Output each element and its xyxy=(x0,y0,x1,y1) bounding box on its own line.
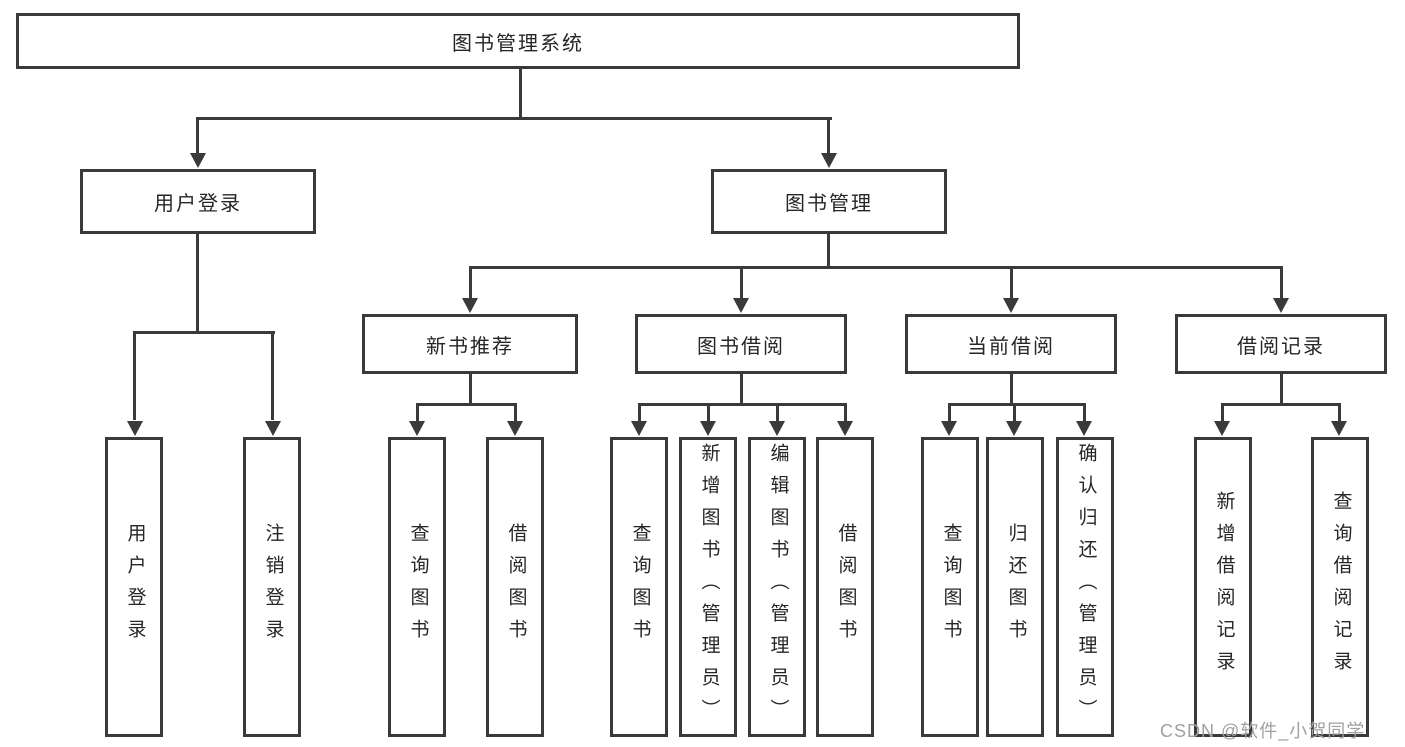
leaf-logout-login: 注销登录 xyxy=(243,437,301,737)
line xyxy=(776,403,779,422)
line xyxy=(519,69,522,118)
csdn-watermark: CSDN @软件_小贺同学 xyxy=(1160,721,1366,741)
leaf-borrow-books-recommend-label: 借阅图书 xyxy=(505,523,527,651)
arrowhead-icon xyxy=(1076,421,1092,436)
line xyxy=(196,234,199,334)
line xyxy=(827,117,830,155)
arrowhead-icon xyxy=(265,421,281,436)
line xyxy=(271,331,274,420)
leaf-user-login-label: 用户登录 xyxy=(124,523,146,651)
leaf-query-books-borrow-label: 查询图书 xyxy=(629,523,651,651)
line xyxy=(948,403,1086,406)
arrowhead-icon xyxy=(507,421,523,436)
leaf-borrow-books: 借阅图书 xyxy=(816,437,874,737)
line xyxy=(1221,403,1341,406)
leaf-confirm-return-admin: 确认归还（管理员） xyxy=(1056,437,1114,737)
leaf-query-borrow-record: 查询借阅记录 xyxy=(1311,437,1369,737)
line xyxy=(416,403,517,406)
line xyxy=(1280,374,1283,405)
node-root: 图书管理系统 xyxy=(16,13,1020,69)
leaf-user-login: 用户登录 xyxy=(105,437,163,737)
leaf-confirm-return-admin-label: 确认归还（管理员） xyxy=(1075,443,1097,731)
node-book-management: 图书管理 xyxy=(711,169,947,234)
line xyxy=(196,117,832,120)
line xyxy=(844,403,847,422)
line xyxy=(740,374,743,405)
arrowhead-icon xyxy=(462,298,478,313)
arrowhead-icon xyxy=(409,421,425,436)
line xyxy=(1013,403,1016,422)
arrowhead-icon xyxy=(837,421,853,436)
line xyxy=(948,403,951,422)
line xyxy=(469,266,1282,269)
line xyxy=(827,234,830,269)
node-user-login: 用户登录 xyxy=(80,169,316,234)
leaf-query-borrow-record-label: 查询借阅记录 xyxy=(1330,491,1352,683)
node-book-management-label: 图书管理 xyxy=(785,193,873,215)
leaf-query-books-borrow: 查询图书 xyxy=(610,437,668,737)
line xyxy=(638,403,847,406)
arrowhead-icon xyxy=(1331,421,1347,436)
arrowhead-icon xyxy=(1273,298,1289,313)
node-new-book-recommend: 新书推荐 xyxy=(362,314,578,374)
leaf-borrow-books-recommend: 借阅图书 xyxy=(486,437,544,737)
line xyxy=(740,266,743,299)
arrowhead-icon xyxy=(1003,298,1019,313)
node-book-borrow-label: 图书借阅 xyxy=(697,335,785,358)
line xyxy=(1280,266,1283,299)
node-root-label: 图书管理系统 xyxy=(452,32,584,55)
arrowhead-icon xyxy=(1214,421,1230,436)
node-new-book-recommend-label: 新书推荐 xyxy=(426,335,514,358)
leaf-add-books-admin: 新增图书（管理员） xyxy=(679,437,737,737)
node-current-borrow: 当前借阅 xyxy=(905,314,1117,374)
arrowhead-icon xyxy=(733,298,749,313)
leaf-query-books-recommend: 查询图书 xyxy=(388,437,446,737)
line xyxy=(133,331,275,334)
leaf-query-books-recommend-label: 查询图书 xyxy=(407,523,429,651)
arrowhead-icon xyxy=(127,421,143,436)
line xyxy=(514,403,517,422)
line xyxy=(1010,374,1013,405)
leaf-add-books-admin-label: 新增图书（管理员） xyxy=(698,443,720,731)
line xyxy=(1083,403,1086,422)
line xyxy=(469,266,472,299)
leaf-query-books-current: 查询图书 xyxy=(921,437,979,737)
node-user-login-label: 用户登录 xyxy=(154,193,242,215)
line xyxy=(416,403,419,422)
leaf-logout-login-label: 注销登录 xyxy=(262,523,284,651)
line xyxy=(1338,403,1341,422)
arrowhead-icon xyxy=(1006,421,1022,436)
leaf-add-borrow-record: 新增借阅记录 xyxy=(1194,437,1252,737)
node-borrow-records-label: 借阅记录 xyxy=(1237,335,1325,358)
leaf-return-books: 归还图书 xyxy=(986,437,1044,737)
node-current-borrow-label: 当前借阅 xyxy=(967,335,1055,358)
line xyxy=(1010,266,1013,299)
leaf-borrow-books-label: 借阅图书 xyxy=(835,523,857,651)
line xyxy=(469,374,472,405)
line xyxy=(1221,403,1224,422)
arrowhead-icon xyxy=(700,421,716,436)
arrowhead-icon xyxy=(769,421,785,436)
arrowhead-icon xyxy=(821,153,837,168)
leaf-query-books-current-label: 查询图书 xyxy=(940,523,962,651)
node-book-borrow: 图书借阅 xyxy=(635,314,847,374)
arrowhead-icon xyxy=(631,421,647,436)
leaf-edit-books-admin: 编辑图书（管理员） xyxy=(748,437,806,737)
line xyxy=(638,403,641,422)
node-borrow-records: 借阅记录 xyxy=(1175,314,1387,374)
line xyxy=(707,403,710,422)
line xyxy=(196,117,199,155)
arrowhead-icon xyxy=(941,421,957,436)
leaf-add-borrow-record-label: 新增借阅记录 xyxy=(1213,491,1235,683)
leaf-edit-books-admin-label: 编辑图书（管理员） xyxy=(767,443,789,731)
leaf-return-books-label: 归还图书 xyxy=(1005,523,1027,651)
arrowhead-icon xyxy=(190,153,206,168)
line xyxy=(133,331,136,420)
